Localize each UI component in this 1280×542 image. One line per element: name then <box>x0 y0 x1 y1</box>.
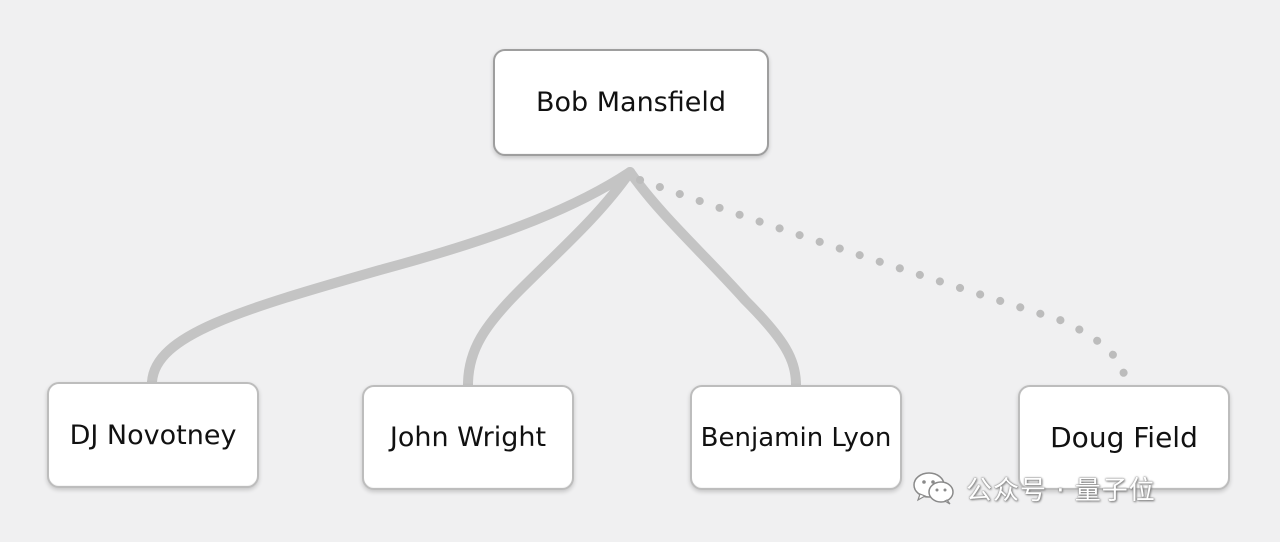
node-dj-novotney[interactable]: DJ Novotney <box>47 382 259 488</box>
connector-bob-to-benjamin-lyon <box>625 167 801 390</box>
node-label: Doug Field <box>1050 421 1198 454</box>
wechat-icon <box>913 472 954 505</box>
node-john-wright[interactable]: John Wright <box>362 385 574 490</box>
connector-bob-to-john-wright <box>463 167 635 390</box>
connector-bob-to-dj-novotney <box>147 167 635 387</box>
node-bob-mansfield[interactable]: Bob Mansfield <box>493 49 769 156</box>
watermark: 公众号 · 量子位 <box>912 468 1156 508</box>
node-label: DJ Novotney <box>69 419 237 451</box>
node-label: John Wright <box>389 422 547 453</box>
node-doug-field[interactable]: Doug Field <box>1018 385 1230 490</box>
node-label: Bob Mansfield <box>535 87 727 118</box>
connector-bob-to-doug-field-dotted <box>636 176 1129 386</box>
watermark-text: 公众号 · 量子位 <box>966 475 1156 506</box>
node-benjamin-lyon[interactable]: Benjamin Lyon <box>690 385 902 490</box>
node-label: Benjamin Lyon <box>700 422 892 453</box>
